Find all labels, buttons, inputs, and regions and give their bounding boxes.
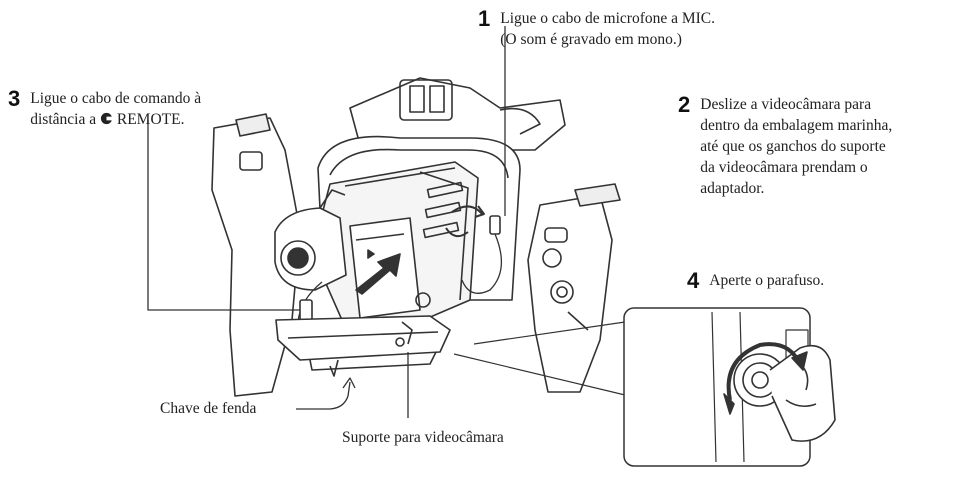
step-3: 3 Ligue o cabo de comando à distância a … [8, 88, 201, 130]
step-4-number: 4 [687, 268, 700, 293]
step-3-line2-prefix: distância a [30, 111, 97, 128]
screwdriver-label: Chave de fenda [160, 400, 257, 417]
camcorder-holder [275, 315, 451, 361]
step-3-number: 3 [8, 86, 21, 111]
leader-3 [147, 120, 300, 311]
step-2-text: Deslize a videocâmara para dentro da emb… [700, 96, 893, 197]
step-1-text: Ligue o cabo de microfone a MIC. (O som … [500, 10, 716, 48]
step-3-text: Ligue o cabo de comando à distância a RE… [30, 88, 201, 130]
step-4-text: Aperte o parafuso. [709, 272, 825, 289]
step-1-number: 1 [478, 6, 491, 31]
right-handle [527, 194, 613, 393]
insert-arrow [355, 253, 401, 295]
step-3-line1: Ligue o cabo de comando à [30, 90, 202, 107]
step-3-line2-suffix: REMOTE. [116, 111, 185, 128]
step-1: 1 Ligue o cabo de microfone a MIC. (O so… [478, 8, 715, 50]
step-4: 4 Aperte o parafuso. [687, 270, 824, 292]
step-2-number: 2 [678, 92, 691, 117]
remote-jack-icon [100, 112, 113, 125]
leader-screwdriver [296, 381, 351, 410]
holder-label: Suporte para videocâmara [342, 429, 504, 446]
step-2: 2 Deslize a videocâmara para dentro da e… [678, 94, 892, 199]
